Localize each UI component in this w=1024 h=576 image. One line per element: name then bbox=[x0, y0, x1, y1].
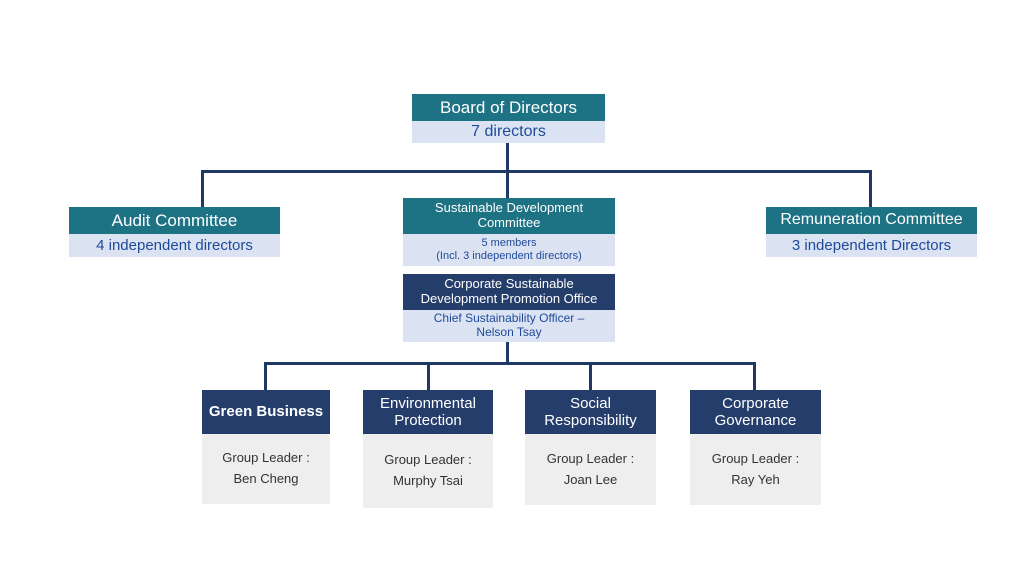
remuneration-committee-detail: 3 independent Directors bbox=[766, 234, 977, 257]
promotion-office-detail-line2: Nelson Tsay bbox=[476, 325, 542, 339]
connector-group4-drop bbox=[753, 362, 756, 391]
group-title: Environmental Protection bbox=[363, 390, 493, 434]
sustainability-committee-title: Sustainable Development Committee bbox=[403, 198, 615, 234]
group-title-line1: Environmental bbox=[380, 394, 476, 412]
connector-office-down bbox=[506, 342, 509, 364]
board-detail: 7 directors bbox=[412, 121, 605, 143]
promotion-office-detail-line1: Chief Sustainability Officer – bbox=[433, 311, 585, 326]
group-node-corporate-governance: Corporate Governance Group Leader : Ray … bbox=[690, 390, 821, 505]
remuneration-committee-title: Remuneration Committee bbox=[766, 207, 977, 234]
group-leader-name: Ray Yeh bbox=[731, 471, 780, 487]
group-title-line2: Protection bbox=[394, 412, 462, 429]
promotion-office-title-line2: Development Promotion Office bbox=[420, 291, 598, 306]
group-leader-label: Group Leader : bbox=[222, 450, 310, 466]
connector-audit-drop bbox=[201, 170, 204, 207]
board-title: Board of Directors bbox=[412, 94, 605, 121]
group-leader-name: Murphy Tsai bbox=[393, 473, 463, 488]
group-title: Green Business bbox=[202, 390, 330, 434]
sustainability-committee-node: Sustainable Development Committee 5 memb… bbox=[403, 198, 615, 266]
connector-remuneration-drop bbox=[869, 170, 872, 207]
audit-committee-detail: 4 independent directors bbox=[69, 234, 280, 257]
sustainability-committee-detail: 5 members (Incl. 3 independent directors… bbox=[403, 234, 615, 266]
group-title-line2: Governance bbox=[714, 412, 797, 429]
promotion-office-title: Corporate Sustainable Development Promot… bbox=[403, 274, 615, 310]
connector-group2-drop bbox=[427, 362, 430, 391]
connector-group1-drop bbox=[264, 362, 267, 391]
connector-group3-drop bbox=[589, 362, 592, 391]
sustainability-committee-title-line2: Committee bbox=[477, 215, 541, 230]
connector-bottom-horizontal bbox=[264, 362, 756, 365]
board-node: Board of Directors 7 directors bbox=[412, 94, 605, 143]
sustainability-committee-detail-line2: (Incl. 3 independent directors) bbox=[436, 250, 582, 262]
group-leader: Group Leader : Joan Lee bbox=[525, 434, 656, 505]
group-leader-name: Ben Cheng bbox=[233, 471, 299, 486]
sustainability-committee-detail-line1: 5 members bbox=[481, 237, 537, 250]
audit-committee-node: Audit Committee 4 independent directors bbox=[69, 207, 280, 257]
group-node-green-business: Green Business Group Leader : Ben Cheng bbox=[202, 390, 330, 504]
group-leader: Group Leader : Ben Cheng bbox=[202, 434, 330, 504]
connector-board-down bbox=[506, 143, 509, 172]
group-title-line1: Corporate bbox=[722, 394, 789, 412]
group-leader-name: Joan Lee bbox=[563, 471, 618, 487]
connector-sustainability-drop bbox=[506, 170, 509, 198]
group-leader-label: Group Leader : bbox=[384, 452, 472, 468]
group-title: Social Responsibility bbox=[525, 390, 656, 434]
group-node-environmental-protection: Environmental Protection Group Leader : … bbox=[363, 390, 493, 508]
group-title-line1: Social bbox=[570, 394, 611, 412]
promotion-office-title-line1: Corporate Sustainable bbox=[444, 276, 574, 292]
group-leader-label: Group Leader : bbox=[546, 450, 635, 466]
group-leader: Group Leader : Ray Yeh bbox=[690, 434, 821, 505]
promotion-office-node: Corporate Sustainable Development Promot… bbox=[403, 274, 615, 342]
audit-committee-title: Audit Committee bbox=[69, 207, 280, 234]
group-leader: Group Leader : Murphy Tsai bbox=[363, 434, 493, 508]
promotion-office-detail: Chief Sustainability Officer – Nelson Ts… bbox=[403, 310, 615, 342]
group-title-line2: Responsibility bbox=[544, 412, 637, 429]
group-title: Corporate Governance bbox=[690, 390, 821, 434]
group-node-social-responsibility: Social Responsibility Group Leader : Joa… bbox=[525, 390, 656, 505]
remuneration-committee-node: Remuneration Committee 3 independent Dir… bbox=[766, 207, 977, 257]
connector-top-horizontal bbox=[201, 170, 872, 173]
group-title-line1: Green Business bbox=[208, 403, 324, 421]
sustainability-committee-title-line1: Sustainable Development bbox=[434, 200, 584, 216]
group-leader-label: Group Leader : bbox=[711, 450, 800, 466]
